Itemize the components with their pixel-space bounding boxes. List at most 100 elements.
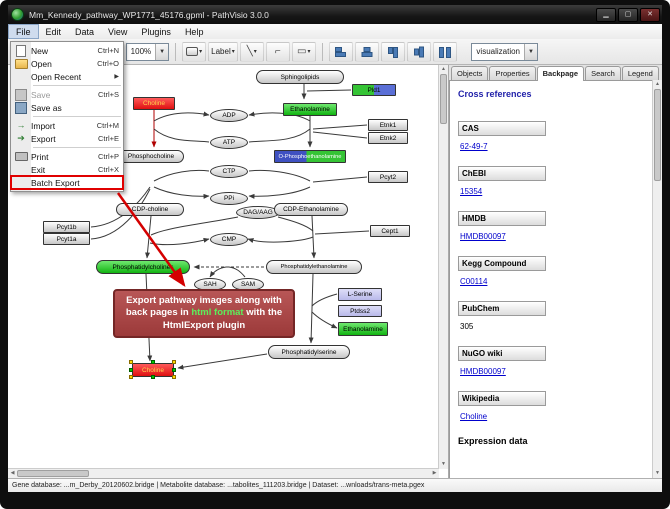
align-top-button[interactable] bbox=[380, 41, 405, 62]
menubar-item-help[interactable]: Help bbox=[184, 26, 204, 37]
scroll-down-icon[interactable]: ▼ bbox=[655, 470, 660, 476]
pathway-node-cept1[interactable]: Cept1 bbox=[370, 225, 410, 237]
pathway-node-phosphatidylcholines[interactable]: Phosphatidylcholines bbox=[96, 260, 190, 274]
align-left-button[interactable] bbox=[328, 41, 353, 62]
selection-handle[interactable] bbox=[172, 368, 176, 372]
pathway-node-ptdss2[interactable]: Ptdss2 bbox=[338, 305, 382, 317]
align-middle-button[interactable] bbox=[406, 41, 431, 62]
menubar-item-plugins[interactable]: Plugins bbox=[141, 26, 171, 37]
scrollbar-thumb[interactable] bbox=[654, 89, 661, 181]
selection-handle[interactable] bbox=[129, 360, 133, 364]
scrollbar-thumb[interactable] bbox=[440, 74, 447, 124]
pathway-node-phosphatidylserine[interactable]: Phosphatidylserine bbox=[268, 345, 350, 359]
canvas-vertical-scrollbar[interactable]: ▲ ▼ bbox=[438, 65, 448, 469]
selection-handle[interactable] bbox=[129, 375, 133, 379]
visualization-select[interactable]: visualization ▼ bbox=[471, 42, 538, 61]
window-title: Mm_Kennedy_pathway_WP1771_45176.gpml - P… bbox=[29, 9, 269, 20]
selection-handle[interactable] bbox=[151, 375, 155, 379]
new-document-icon bbox=[11, 44, 31, 57]
canvas-horizontal-scrollbar[interactable]: ◀ ▶ bbox=[8, 468, 439, 478]
pathway-node-dag-aag[interactable]: DAG/AAG bbox=[236, 206, 280, 219]
pathway-node-pcyt1a[interactable]: Pcyt1a bbox=[43, 233, 90, 245]
minimize-button[interactable]: ▁ bbox=[596, 7, 616, 22]
pathway-node-phosphatidylethanolamine[interactable]: Phosphatidylethanolamine bbox=[266, 260, 362, 274]
pathway-node-pcyt2[interactable]: Pcyt2 bbox=[368, 171, 408, 183]
align-center-button[interactable] bbox=[354, 41, 379, 62]
backpage-link-cas[interactable]: 62-49-7 bbox=[460, 142, 488, 151]
connector-button[interactable]: ⌐ bbox=[265, 41, 290, 62]
scroll-down-icon[interactable]: ▼ bbox=[441, 461, 446, 467]
backpage-link-wikipedia[interactable]: Choline bbox=[460, 412, 488, 421]
pathway-node-etnk1[interactable]: Etnk1 bbox=[368, 119, 408, 131]
pathway-node-pld1[interactable]: Pld1 bbox=[352, 84, 396, 96]
selection-handle[interactable] bbox=[172, 360, 176, 364]
file-menu-item-batch-export[interactable]: Batch Export bbox=[10, 175, 124, 190]
backpage-link-chebi[interactable]: 15354 bbox=[460, 187, 483, 196]
menu-shortcut: Ctrl+O bbox=[97, 59, 119, 68]
sidebar-scrollbar[interactable]: ▲ ▼ bbox=[652, 80, 662, 478]
pathway-node-pcyt1b[interactable]: Pcyt1b bbox=[43, 221, 90, 233]
pathway-node-ctp[interactable]: CTP bbox=[210, 165, 248, 178]
scroll-right-icon[interactable]: ▶ bbox=[432, 470, 437, 476]
backpage-link-hmdb[interactable]: HMDB00097 bbox=[460, 232, 506, 241]
pathway-node-adp[interactable]: ADP bbox=[210, 109, 248, 122]
distribute-button[interactable] bbox=[432, 41, 457, 62]
file-menu-item-open-recent[interactable]: Open Recent▶ bbox=[11, 70, 123, 83]
close-button[interactable]: ✕ bbox=[640, 7, 660, 22]
save-as-icon bbox=[11, 101, 31, 114]
pathway-node-etnk2[interactable]: Etnk2 bbox=[368, 132, 408, 144]
menubar-item-edit[interactable]: Edit bbox=[45, 26, 62, 37]
sidebar-tab-objects[interactable]: Objects bbox=[451, 66, 489, 80]
scrollbar-thumb[interactable] bbox=[17, 470, 89, 477]
line-dropdown-button[interactable]: ╲▾ bbox=[239, 41, 264, 62]
zoom-select[interactable]: 100% ▼ bbox=[125, 42, 170, 61]
sidebar-tab-search[interactable]: Search bbox=[585, 66, 621, 80]
sidebar-tab-legend[interactable]: Legend bbox=[621, 66, 659, 80]
pathway-node-sphingolipids[interactable]: Sphingolipids bbox=[256, 70, 344, 84]
pathway-node-l-serine[interactable]: L-Serine bbox=[338, 288, 382, 301]
pathway-node-ethanolamine[interactable]: Ethanolamine bbox=[338, 322, 388, 336]
pathway-node-ppi[interactable]: PPi bbox=[210, 192, 248, 205]
shape-dropdown-button[interactable]: ▭▾ bbox=[291, 41, 316, 62]
backpage-link-kegg-compound[interactable]: C00114 bbox=[460, 277, 488, 286]
selection-handle[interactable] bbox=[129, 368, 133, 372]
chevron-down-icon[interactable]: ▼ bbox=[155, 43, 169, 60]
backpage-section-header-kegg-compound: Kegg Compound bbox=[458, 256, 546, 271]
menubar-item-file[interactable]: File bbox=[8, 24, 39, 39]
pathway-node-cdp-ethanolamine[interactable]: CDP-Ethanolamine bbox=[274, 203, 348, 216]
scroll-up-icon[interactable]: ▲ bbox=[655, 81, 660, 87]
sidebar-tab-backpage[interactable]: Backpage bbox=[536, 66, 585, 81]
pathway-node-atp[interactable]: ATP bbox=[210, 136, 248, 149]
pathway-node-cmp[interactable]: CMP bbox=[210, 233, 248, 246]
selection-handle[interactable] bbox=[172, 375, 176, 379]
selection-handle[interactable] bbox=[151, 360, 155, 364]
label-dropdown-button[interactable]: Label▾ bbox=[208, 41, 238, 62]
menubar-item-data[interactable]: Data bbox=[75, 26, 95, 37]
expression-data-heading: Expression data bbox=[458, 436, 528, 446]
pathway-node-o-phosphoethanolamine[interactable]: O-Phosphoethanolamine bbox=[274, 150, 346, 163]
pathway-node-cdp-choline[interactable]: CDP-choline bbox=[116, 203, 184, 216]
connector-icon: ⌐ bbox=[274, 45, 281, 57]
pathway-node-phosphocholine[interactable]: Phosphocholine bbox=[118, 150, 184, 163]
backpage-link-nugo-wiki[interactable]: HMDB00097 bbox=[460, 367, 506, 376]
maximize-button[interactable]: ▢ bbox=[618, 7, 638, 22]
file-menu-item-label: Export bbox=[31, 133, 56, 144]
pathway-node-choline[interactable]: Choline bbox=[133, 97, 175, 110]
datanode-dropdown-button[interactable]: ▾ bbox=[182, 41, 207, 62]
backpage-section-header-cas: CAS bbox=[458, 121, 546, 136]
pathway-node-ethanolamine[interactable]: Ethanolamine bbox=[283, 103, 337, 116]
file-menu-item-save-as[interactable]: Save as bbox=[11, 101, 123, 114]
scroll-left-icon[interactable]: ◀ bbox=[10, 470, 15, 476]
menubar-item-view[interactable]: View bbox=[108, 26, 128, 37]
scroll-up-icon[interactable]: ▲ bbox=[441, 66, 446, 72]
chevron-down-icon[interactable]: ▼ bbox=[524, 43, 537, 60]
sidebar-tab-properties[interactable]: Properties bbox=[489, 66, 536, 80]
